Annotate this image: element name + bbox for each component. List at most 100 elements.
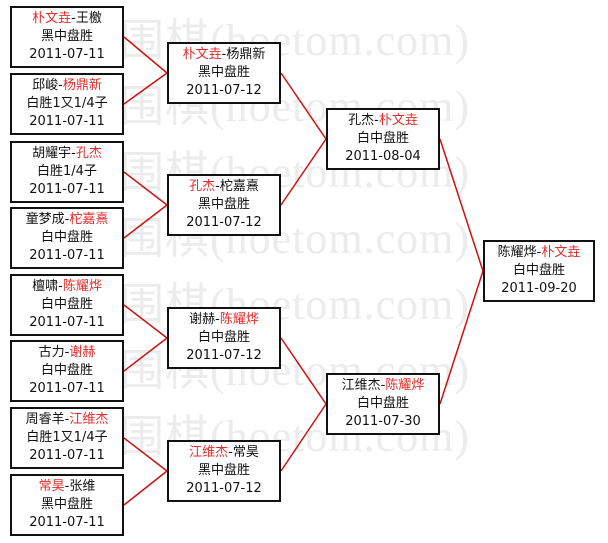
match-date: 2011-07-11 [29,515,105,530]
match-date: 2011-07-11 [29,448,105,463]
match-result: 白中盘胜 [40,230,93,245]
bracket-connector [280,72,327,140]
bracket-connector [280,337,327,405]
match-result: 白胜1又1/4子 [26,96,108,111]
match-players: 谢赫-陈耀烨 [189,311,259,329]
player-white: 王檄 [75,11,102,26]
player-black: 胡耀宇 [32,146,72,161]
player-separator: - [221,47,227,62]
player-black: 江维杰 [189,445,229,460]
player-separator: - [71,11,76,26]
match-date: 2011-07-11 [29,315,105,330]
match-date: 2011-07-12 [186,83,262,98]
match-players: 古力-谢赫 [39,344,96,362]
match-players: 孔杰-柁嘉熹 [189,178,259,196]
player-separator: - [58,279,63,294]
player-black: 常昊 [38,479,65,494]
bracket-connector [123,204,168,239]
player-separator: - [374,113,379,128]
player-black: 邱峻 [32,78,59,93]
match-players: 朴文垚-王檄 [32,10,102,28]
bracket-connector [280,138,327,206]
match-box-round1: 常昊-张维黑中盘胜 2011-07-11 [10,474,124,536]
match-players: 檀啸-陈耀烨 [32,278,102,296]
match-box-round3: 江维杰-陈耀烨白中盘胜 2011-07-30 [326,373,440,435]
match-players: 童梦成-柁嘉熹 [26,211,109,229]
match-players: 周睿羊-江维杰 [26,411,109,429]
player-separator: - [64,212,70,227]
player-black: 孔杰 [348,113,375,128]
player-separator: - [228,445,233,460]
player-black: 朴文垚 [182,47,222,62]
player-white: 朴文垚 [378,113,418,128]
match-date: 2011-07-11 [29,248,105,263]
bracket-connector [123,36,168,74]
player-white: 朴文垚 [541,245,581,260]
match-players: 常昊-张维 [39,478,96,496]
bracket-connector [123,304,168,339]
bracket-connector [123,72,168,105]
player-white: 江维杰 [69,412,109,427]
player-white: 杨鼎新 [226,47,266,62]
player-white: 杨鼎新 [62,78,102,93]
match-date: 2011-07-11 [29,114,105,129]
match-date: 2011-07-11 [29,381,105,396]
player-black: 周睿羊 [25,412,65,427]
bracket-connector [123,337,168,372]
player-white: 柁嘉熹 [219,179,259,194]
match-date: 2011-09-20 [501,281,577,296]
player-black: 江维杰 [341,378,381,393]
player-black: 孔杰 [189,179,216,194]
player-white: 陈耀烨 [385,378,425,393]
player-black: 童梦成 [25,212,65,227]
bracket-connector [439,270,484,405]
match-result: 黑中盘胜 [40,29,93,44]
player-separator: - [64,412,70,427]
player-black: 陈耀烨 [497,245,537,260]
match-date: 2011-07-12 [186,481,262,496]
match-result: 黑中盘胜 [197,197,250,212]
match-players: 朴文垚-杨鼎新 [183,46,266,64]
match-result: 黑中盘胜 [197,65,250,80]
match-result: 黑中盘胜 [197,463,250,478]
player-black: 谢赫 [189,312,216,327]
match-box-round1: 古力-谢赫白中盘胜 2011-07-11 [10,340,124,402]
match-result: 白中盘胜 [356,396,409,411]
player-separator: - [215,312,220,327]
match-players: 孔杰-朴文垚 [348,112,418,130]
match-date: 2011-07-12 [186,215,262,230]
player-separator: - [215,179,220,194]
match-result: 白中盘胜 [356,131,409,146]
match-date: 2011-08-04 [345,149,421,164]
match-date: 2011-07-30 [345,414,421,429]
match-date: 2011-07-12 [186,348,262,363]
match-result: 白中盘胜 [40,297,93,312]
player-black: 古力 [38,345,65,360]
match-players: 邱峻-杨鼎新 [32,77,102,95]
match-date: 2011-07-11 [29,182,105,197]
player-black: 朴文垚 [32,11,72,26]
match-result: 白胜1/4子 [37,164,97,179]
match-result: 白中盘胜 [40,363,93,378]
match-players: 江维杰-陈耀烨 [342,377,425,395]
player-white: 孔杰 [75,146,102,161]
match-date: 2011-07-11 [29,47,105,62]
player-separator: - [64,345,70,360]
player-white: 陈耀烨 [62,279,102,294]
player-separator: - [58,78,63,93]
player-separator: - [71,146,76,161]
player-white: 柁嘉熹 [69,212,109,227]
player-black: 檀啸 [32,279,59,294]
match-result: 黑中盘胜 [40,497,93,512]
